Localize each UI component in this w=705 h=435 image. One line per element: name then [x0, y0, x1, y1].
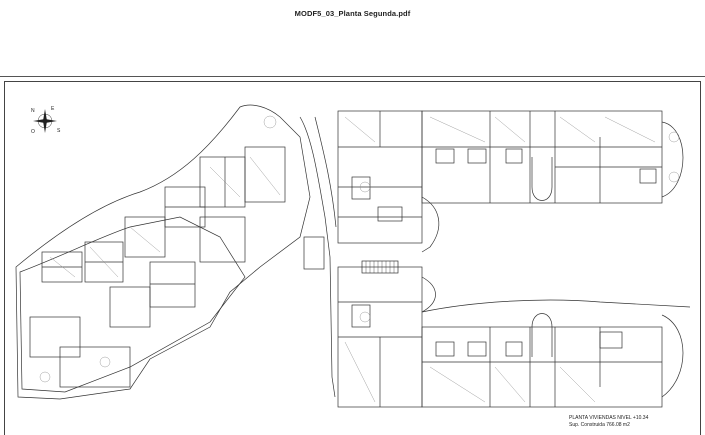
central-stair	[361, 260, 399, 274]
spiral-stair-south	[531, 313, 553, 357]
drawing-frame	[4, 81, 701, 435]
room-block-w8	[109, 286, 151, 328]
plan-caption: PLANTA VIVIENDAS NIVEL +10.34 Sup. Const…	[569, 415, 648, 428]
compass-n: N	[31, 108, 35, 114]
north-arrow-compass: N E S O	[31, 106, 61, 135]
room-block-w9	[29, 316, 81, 358]
room-block-w6	[244, 146, 286, 203]
document-title: MODF5_03_Planta Segunda.pdf	[294, 9, 411, 18]
room-block-w7	[149, 261, 196, 308]
pdf-page[interactable]: N E S O PLANTA VIVIENDAS NIVEL +10.34 Su…	[0, 76, 705, 435]
compass-s: S	[57, 128, 61, 134]
room-block-w11	[199, 216, 246, 263]
east-south-wing	[421, 326, 663, 408]
room-block-w5	[199, 156, 246, 208]
compass-e: E	[51, 106, 55, 112]
elevator-core	[303, 236, 325, 270]
document-title-bar: MODF5_03_Planta Segunda.pdf	[0, 0, 705, 28]
east-north-wing	[421, 110, 663, 204]
compass-o: O	[31, 129, 35, 135]
spiral-stair-north	[531, 157, 553, 201]
room-block-w3	[124, 216, 166, 258]
floor-plan-drawing: N E S O	[15, 104, 691, 408]
plan-area-label: Sup. Construida 766.08 m2	[569, 421, 630, 428]
plan-level-label: PLANTA VIVIENDAS NIVEL +10.34	[569, 415, 649, 421]
room-block-w10	[59, 346, 131, 388]
west-wing-outline	[15, 104, 311, 400]
